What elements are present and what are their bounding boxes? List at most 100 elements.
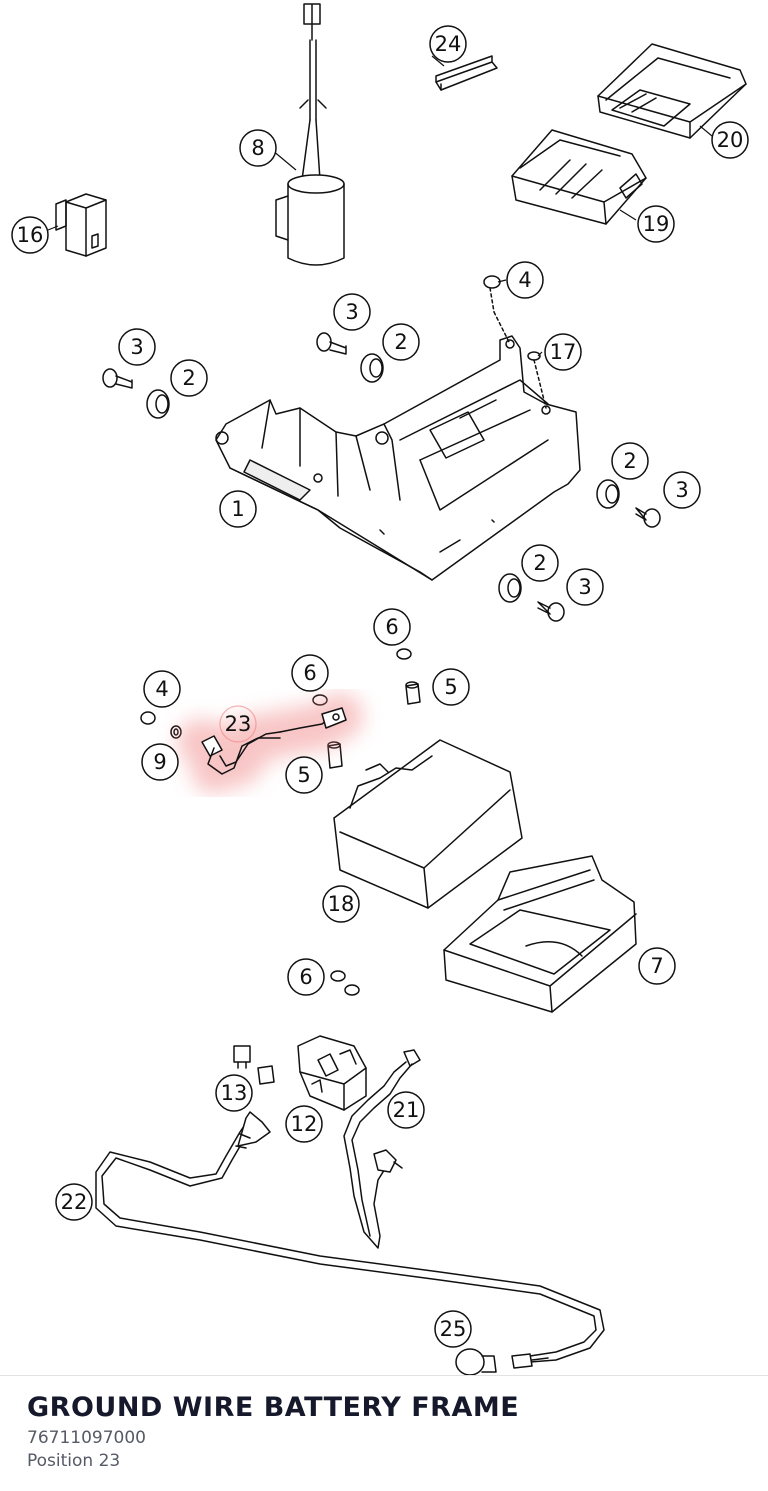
callout-circle <box>170 359 208 397</box>
callout-circle <box>434 1310 472 1348</box>
part-position: Position 23 <box>27 1451 121 1471</box>
callout-number: 8 <box>251 136 264 160</box>
callout-18[interactable]: 18 <box>322 885 360 923</box>
callout-number: 18 <box>328 892 355 916</box>
callout-number: 6 <box>385 615 398 639</box>
callout-19[interactable]: 19 <box>637 205 675 243</box>
part-name: GROUND WIRE BATTERY FRAME <box>27 1392 520 1423</box>
part-23-ground-wire-highlight[interactable] <box>177 693 363 793</box>
callout-number: 1 <box>231 497 244 521</box>
callout-number: 23 <box>225 712 252 736</box>
callout-circle <box>322 885 360 923</box>
callout-circle <box>521 544 559 582</box>
callout-circle <box>382 323 420 361</box>
callout-circle <box>55 1183 93 1221</box>
part-16-relay[interactable] <box>55 193 107 257</box>
callout-number: 3 <box>675 478 688 502</box>
callout-20[interactable]: 20 <box>711 121 749 159</box>
callout-circle <box>215 1074 253 1112</box>
callout-circle <box>663 471 701 509</box>
part-18-battery[interactable] <box>333 739 523 909</box>
callout-circle <box>11 216 49 254</box>
callout-6[interactable]: 6 <box>287 958 325 996</box>
callout-number: 3 <box>345 300 358 324</box>
callout-circle <box>287 958 325 996</box>
part-17-screw[interactable] <box>527 351 547 409</box>
callout-4[interactable]: 4 <box>143 670 181 708</box>
callout-9[interactable]: 9 <box>141 743 179 781</box>
callout-circle <box>285 756 323 794</box>
callout-25[interactable]: 25 <box>434 1310 472 1348</box>
part-21-battery-cable[interactable] <box>343 1049 421 1249</box>
callout-2[interactable]: 2 <box>611 442 649 480</box>
callout-circle <box>544 333 582 371</box>
exploded-parts-diagram: 2420819164323172231236654239518761321122… <box>11 3 749 1375</box>
callout-number: 20 <box>717 128 744 152</box>
callout-number: 2 <box>394 330 407 354</box>
part-4-screw[interactable] <box>140 275 511 725</box>
callout-number: 3 <box>130 335 143 359</box>
callout-number: 6 <box>303 661 316 685</box>
callout-3[interactable]: 3 <box>663 471 701 509</box>
callout-12[interactable]: 12 <box>285 1105 323 1143</box>
part-7-battery-tray[interactable] <box>443 855 637 1013</box>
callout-circle <box>333 293 371 331</box>
callout-23[interactable]: 23 <box>219 705 257 743</box>
part-24-bar[interactable] <box>435 55 498 91</box>
callout-7[interactable]: 7 <box>638 947 676 985</box>
callout-circle <box>291 654 329 692</box>
part-2-grommet[interactable] <box>146 353 620 603</box>
callout-number: 4 <box>518 268 531 292</box>
part-1-battery-frame[interactable] <box>215 335 581 581</box>
callout-3[interactable]: 3 <box>566 568 604 606</box>
callout-number: 12 <box>291 1112 318 1136</box>
callout-3[interactable]: 3 <box>333 293 371 331</box>
callout-circle <box>118 328 156 366</box>
callout-number: 22 <box>61 1190 88 1214</box>
part-info-footer: GROUND WIRE BATTERY FRAME 76711097000 Po… <box>0 1375 768 1491</box>
part-19-control-unit[interactable] <box>511 129 647 225</box>
callout-circle-highlight <box>219 705 257 743</box>
callout-circle <box>429 25 467 63</box>
part-3-bolt[interactable] <box>102 332 661 622</box>
callout-21[interactable]: 21 <box>387 1091 425 1129</box>
callout-6[interactable]: 6 <box>291 654 329 692</box>
part-25-bulb[interactable] <box>455 1348 497 1375</box>
callout-5[interactable]: 5 <box>285 756 323 794</box>
callout-2[interactable]: 2 <box>170 359 208 397</box>
callout-circle <box>611 442 649 480</box>
callout-circle <box>566 568 604 606</box>
callout-22[interactable]: 22 <box>55 1183 93 1221</box>
part-12-starter-relay[interactable] <box>297 1035 367 1111</box>
part-8-capacitor[interactable] <box>275 3 345 266</box>
part-20-ecu-module[interactable] <box>597 43 747 139</box>
callout-1[interactable]: 1 <box>219 490 257 528</box>
callout-3[interactable]: 3 <box>118 328 156 366</box>
callout-5[interactable]: 5 <box>432 668 470 706</box>
callout-13[interactable]: 13 <box>215 1074 253 1112</box>
callout-number: 24 <box>435 32 462 56</box>
callout-circle <box>143 670 181 708</box>
callout-2[interactable]: 2 <box>521 544 559 582</box>
callout-16[interactable]: 16 <box>11 216 49 254</box>
callout-circle <box>432 668 470 706</box>
callout-circle <box>285 1105 323 1143</box>
callout-number: 2 <box>533 551 546 575</box>
callout-circle <box>141 743 179 781</box>
callout-17[interactable]: 17 <box>544 333 582 371</box>
part-22-cable-harness[interactable] <box>95 1111 605 1369</box>
callout-number: 5 <box>444 675 457 699</box>
part-13-fuse[interactable] <box>233 1045 275 1085</box>
callout-number: 19 <box>643 212 670 236</box>
callout-number: 13 <box>221 1081 248 1105</box>
callout-24[interactable]: 24 <box>429 25 467 63</box>
callout-circle <box>373 608 411 646</box>
callout-4[interactable]: 4 <box>506 261 544 299</box>
callout-circle <box>219 490 257 528</box>
callout-number: 2 <box>623 449 636 473</box>
callout-number: 6 <box>299 965 312 989</box>
callout-6[interactable]: 6 <box>373 608 411 646</box>
callout-8[interactable]: 8 <box>239 129 277 167</box>
callout-2[interactable]: 2 <box>382 323 420 361</box>
callout-circle <box>711 121 749 159</box>
